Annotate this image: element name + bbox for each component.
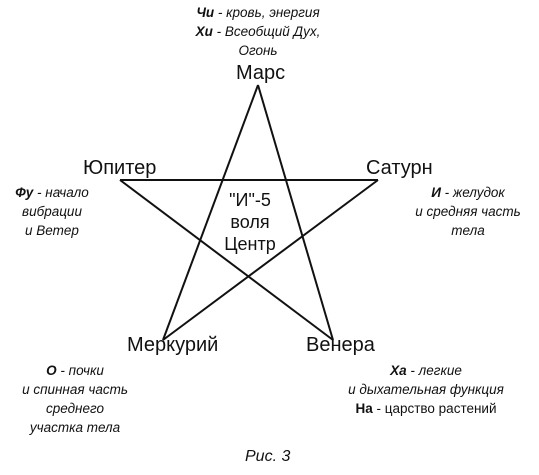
note-bottom-right-key-1: Ха bbox=[390, 363, 407, 378]
figure-caption: Рис. 3 bbox=[245, 448, 291, 465]
note-bottom-right-line-1: Ха - легкие bbox=[316, 361, 536, 380]
note-left-line-3: и Ветер bbox=[25, 223, 79, 238]
note-bottom-right-line-3: На - царство растений bbox=[316, 399, 536, 418]
note-top-line-1: Чи - кровь, энергия bbox=[160, 3, 356, 22]
note-right-line-2: и средняя часть bbox=[415, 204, 521, 219]
star-edge-top-to-lower-right bbox=[257, 84, 334, 341]
note-right-key-1: И bbox=[431, 185, 441, 200]
note-right-text-1: - желудок bbox=[440, 185, 505, 200]
center-line-3: Центр bbox=[224, 234, 276, 254]
note-top-text-2: - Всеобщий Дух, bbox=[212, 24, 321, 39]
note-top-text-1: - кровь, энергия bbox=[214, 5, 320, 20]
planet-label-jupiter: Юпитер bbox=[83, 157, 157, 179]
note-bottom-right-key-3: На bbox=[355, 401, 373, 416]
note-left-line-1: Фу - начало bbox=[2, 183, 102, 202]
note-bottom-right-text-1: - легкие bbox=[406, 363, 462, 378]
note-bottom-left-key-1: О bbox=[46, 363, 57, 378]
star-edge-lower-right-to-upper-left bbox=[119, 179, 334, 341]
note-left-line-2: вибрации bbox=[22, 204, 82, 219]
note-bottom-right: Ха - легкие и дыхательная функция На - ц… bbox=[316, 361, 536, 418]
note-left-text-1: - начало bbox=[33, 185, 89, 200]
note-bottom-left-line-2: и спинная часть bbox=[22, 382, 128, 397]
note-bottom-right-line-2: и дыхательная функция bbox=[348, 382, 504, 397]
note-bottom-left-line-4: участка тела bbox=[29, 420, 121, 435]
note-bottom-left-line-1: О - почки bbox=[0, 361, 150, 380]
star-edge-upper-right-to-lower-left bbox=[162, 179, 379, 341]
note-bottom-left-text-1: - почки bbox=[56, 363, 104, 378]
note-top-line-3: Огонь bbox=[238, 43, 278, 58]
note-top-line-2: Хи - Всеобщий Дух, bbox=[160, 22, 356, 41]
center-line-1: "И"-5 bbox=[229, 190, 271, 210]
center-line-2: воля bbox=[230, 212, 270, 232]
planet-label-venus: Венера bbox=[306, 334, 375, 356]
note-right: И - желудок и средняя часть тела bbox=[400, 183, 536, 240]
note-right-line-1: И - желудок bbox=[400, 183, 536, 202]
star-edge-lower-left-to-top bbox=[162, 84, 259, 341]
note-top-key-1: Чи bbox=[196, 5, 215, 20]
note-top-key-2: Хи bbox=[195, 24, 213, 39]
note-bottom-left-line-3: среднего bbox=[45, 401, 105, 416]
planet-label-mars: Марс bbox=[236, 62, 286, 84]
note-left-key-1: Фу bbox=[15, 185, 34, 200]
note-left: Фу - начало вибрации и Ветер bbox=[2, 183, 102, 240]
planet-label-mercury: Меркурий bbox=[127, 334, 219, 356]
note-right-line-3: тела bbox=[451, 223, 485, 238]
center-label: "И"-5 воля Центр bbox=[222, 189, 278, 255]
planet-label-saturn: Сатурн bbox=[366, 157, 433, 179]
note-bottom-right-text-3: - царство растений bbox=[372, 401, 497, 416]
note-bottom-left: О - почки и спинная часть среднего участ… bbox=[0, 361, 150, 437]
note-top: Чи - кровь, энергия Хи - Всеобщий Дух, О… bbox=[160, 3, 356, 60]
